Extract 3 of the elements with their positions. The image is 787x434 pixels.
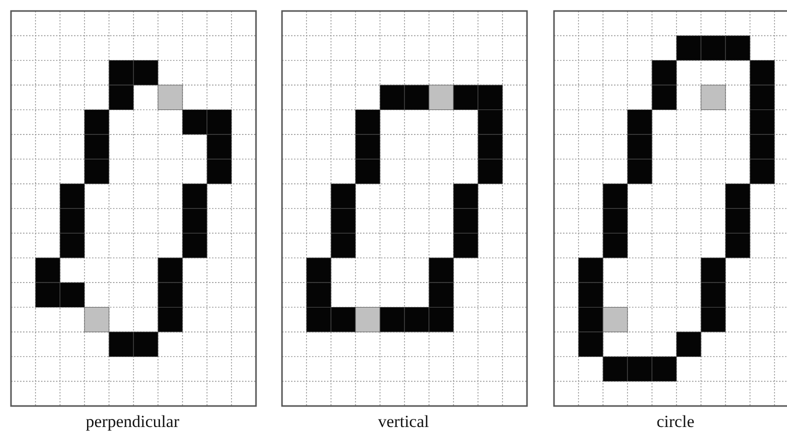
- panel-caption: vertical: [378, 412, 429, 432]
- panel-caption: circle: [656, 412, 694, 432]
- panel-caption: perpendicular: [86, 412, 180, 432]
